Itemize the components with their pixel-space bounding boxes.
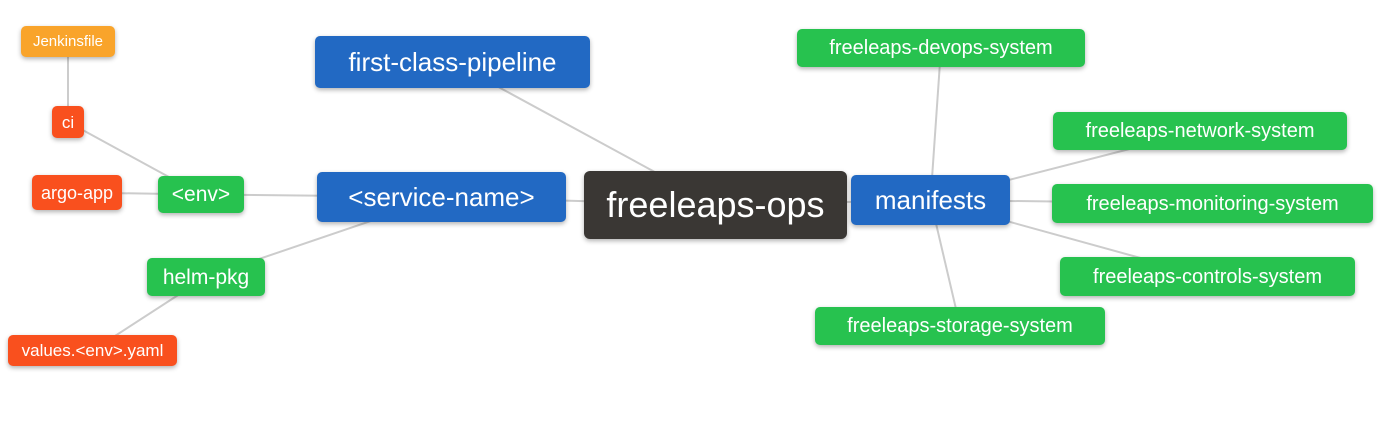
node-argo-app[interactable]: argo-app: [32, 175, 122, 210]
node-service-name[interactable]: <service-name>: [317, 172, 566, 222]
node-freeleaps-storage-system[interactable]: freeleaps-storage-system: [815, 307, 1105, 345]
node-ci[interactable]: ci: [52, 106, 84, 138]
node-freeleaps-ops[interactable]: freeleaps-ops: [584, 171, 847, 239]
node-freeleaps-controls-system[interactable]: freeleaps-controls-system: [1060, 257, 1355, 296]
node-jenkinsfile[interactable]: Jenkinsfile: [21, 26, 115, 57]
node-values-env-yaml[interactable]: values.<env>.yaml: [8, 335, 177, 366]
node-freeleaps-devops-system[interactable]: freeleaps-devops-system: [797, 29, 1085, 67]
node-manifests[interactable]: manifests: [851, 175, 1010, 225]
node-helm-pkg[interactable]: helm-pkg: [147, 258, 265, 296]
node-freeleaps-monitoring-system[interactable]: freeleaps-monitoring-system: [1052, 184, 1373, 223]
node-freeleaps-network-system[interactable]: freeleaps-network-system: [1053, 112, 1347, 150]
edge-manifests-freeleaps-devops-system: [929, 47, 942, 201]
node-env[interactable]: <env>: [158, 176, 244, 213]
node-first-class-pipeline[interactable]: first-class-pipeline: [315, 36, 590, 88]
